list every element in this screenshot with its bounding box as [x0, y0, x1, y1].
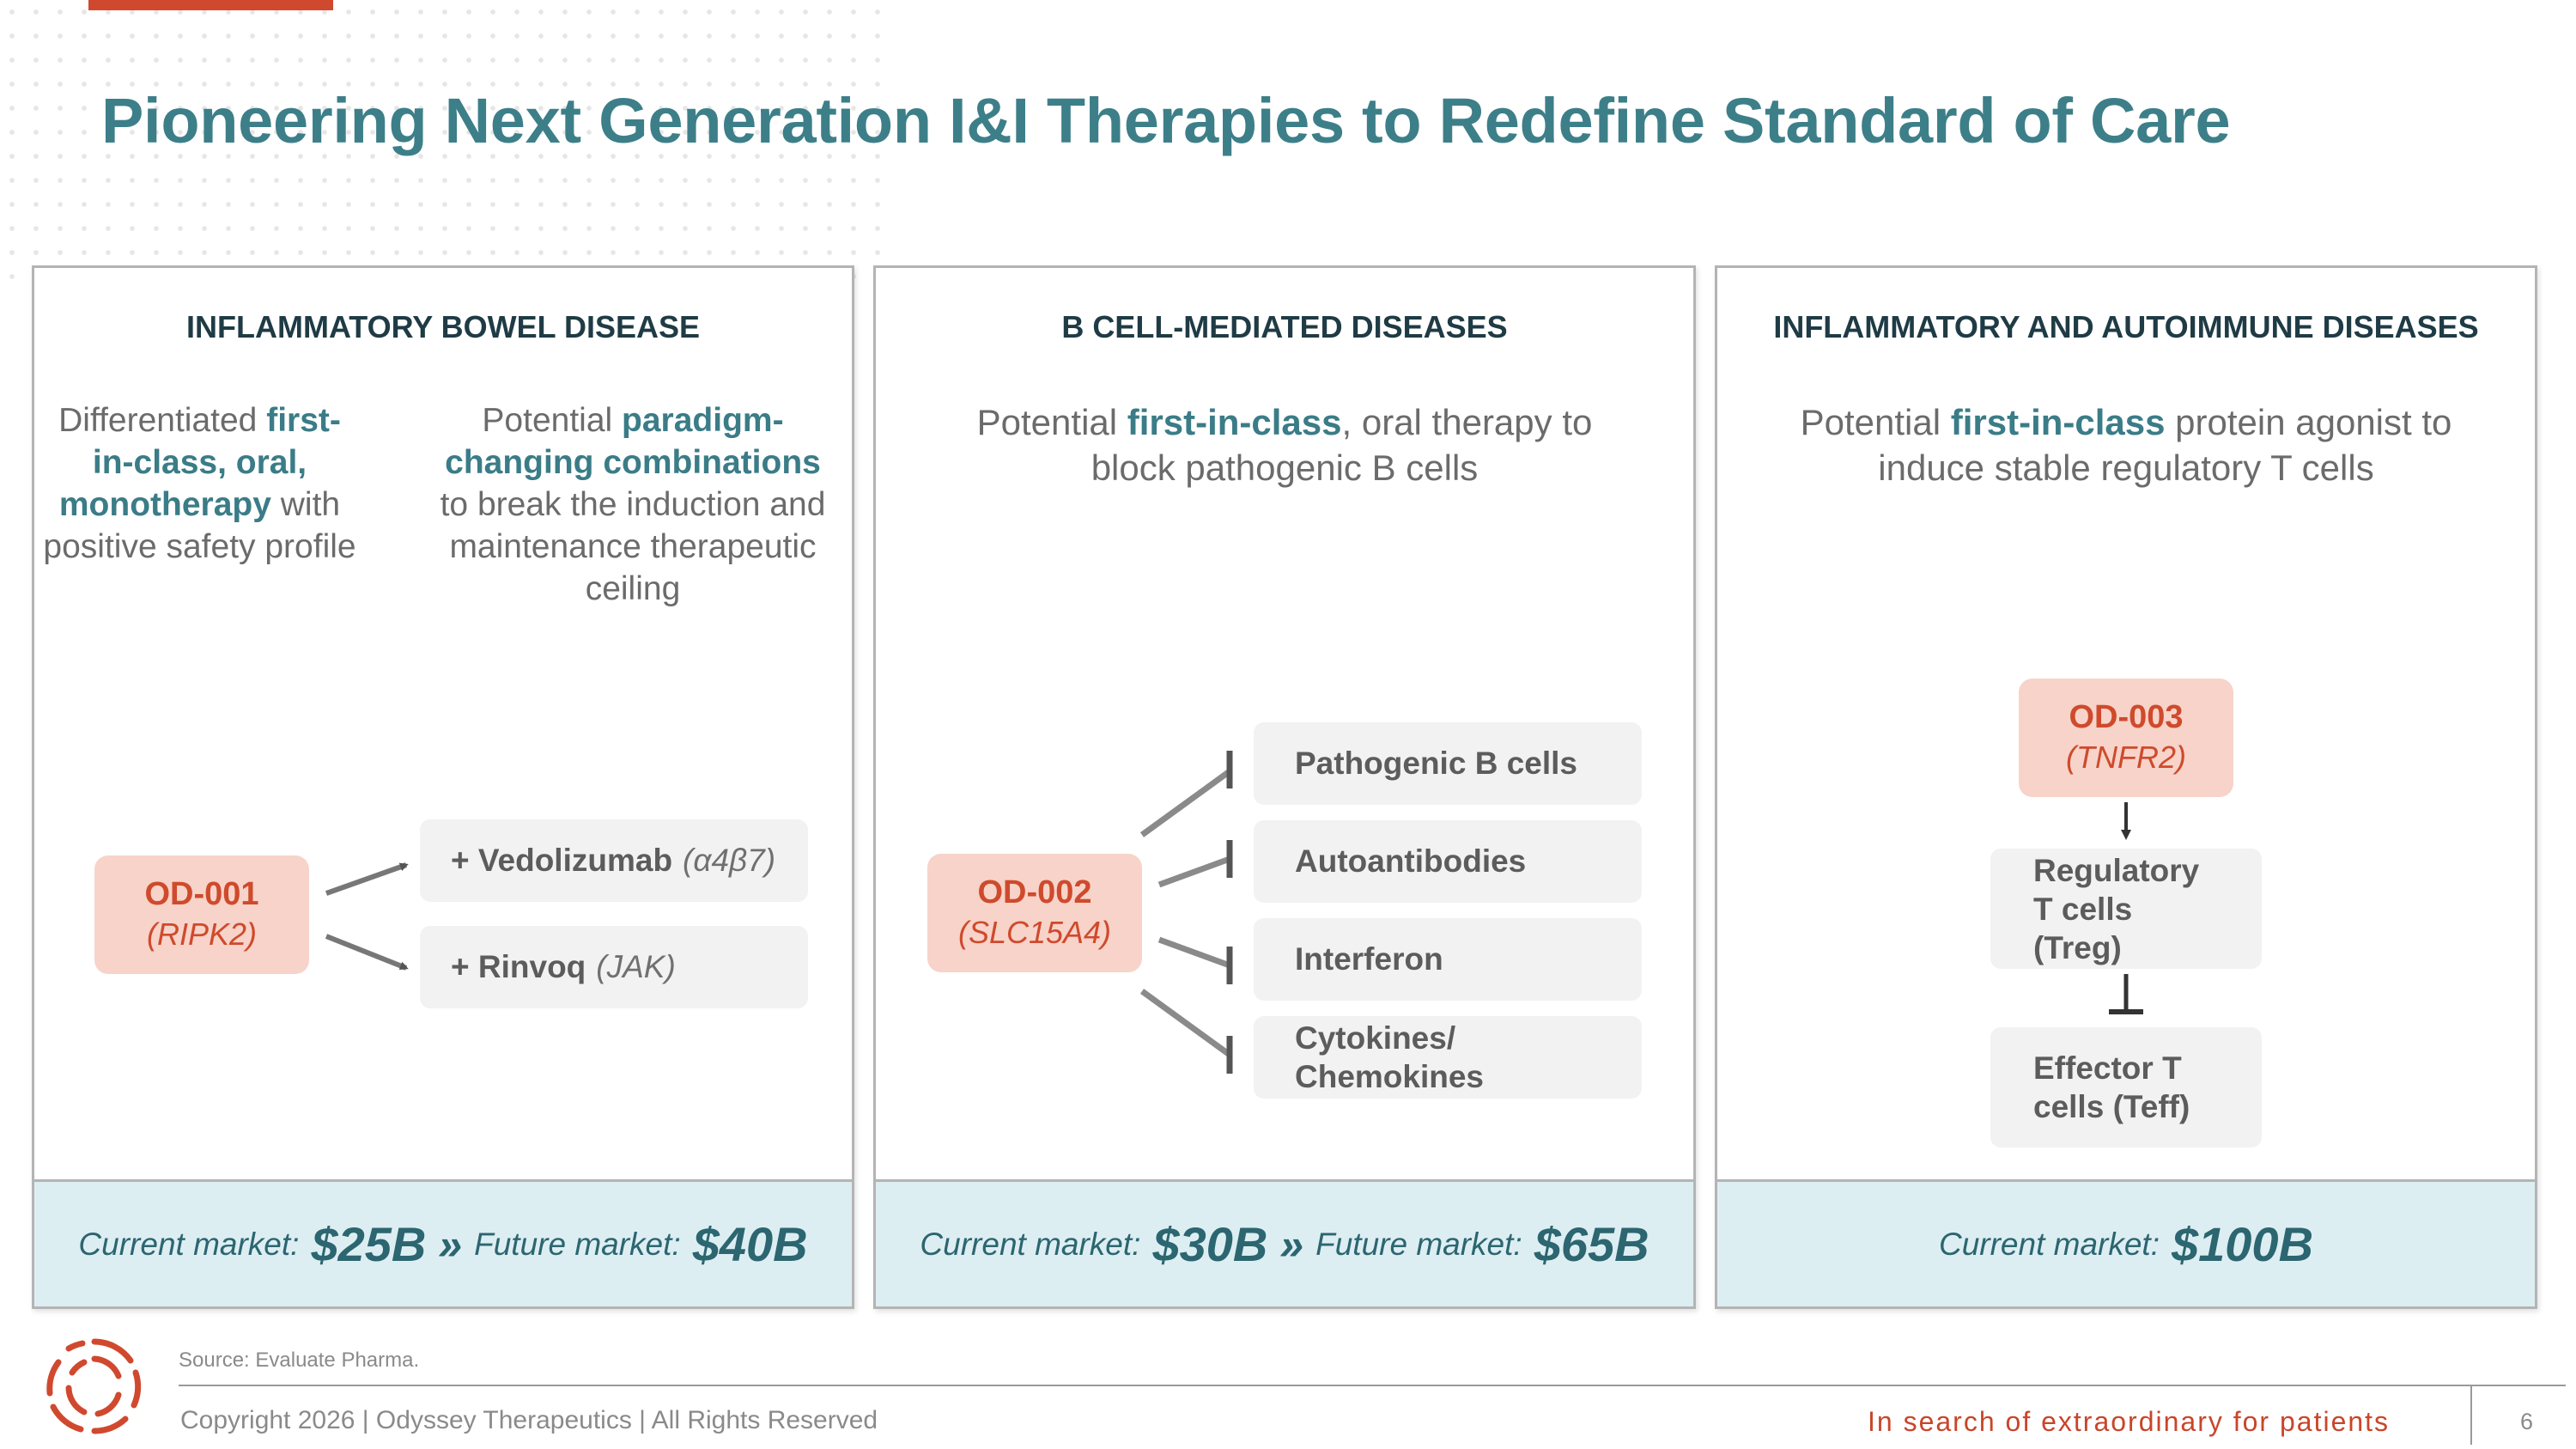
odyssey-swirl-logo-icon: [46, 1338, 142, 1434]
combination-description: Potential paradigm-changing combinations…: [440, 402, 826, 607]
panel-b-cell: B CELL-MEDIATED DISEASES Potential first…: [873, 265, 1696, 1309]
drug-badge-od-001: OD-001 (RIPK2): [94, 855, 309, 974]
drug-badge-od-003: OD-003 (TNFR2): [2019, 679, 2233, 797]
target-autoantibodies: Autoantibodies: [1254, 820, 1642, 903]
inhibit-interferon: [1157, 936, 1231, 969]
page-number: 6: [2520, 1409, 2534, 1434]
combo-vedolizumab: + Vedolizumab(α4β7): [420, 819, 808, 902]
copyright-text: Copyright 2026 | Odyssey Therapeutics | …: [180, 1406, 878, 1434]
panel-autoimmune: INFLAMMATORY AND AUTOIMMUNE DISEASES Pot…: [1715, 265, 2537, 1309]
market-footer: Current market: $30B » Future market: $6…: [876, 1179, 1693, 1306]
decorative-dot-grid: [0, 0, 884, 283]
treg-description: Potential first-in-class protein agonist…: [1800, 402, 2452, 488]
combo-rinvoq: + Rinvoq(JAK): [420, 926, 808, 1008]
target-cytokines-chemokines: Cytokines/ Chemokines: [1254, 1016, 1642, 1099]
target-interferon: Interferon: [1254, 918, 1642, 1001]
panel-heading: INFLAMMATORY BOWEL DISEASE: [185, 309, 701, 344]
target-pathogenic-b-cells: Pathogenic B cells: [1254, 722, 1642, 805]
accent-bar: [88, 0, 333, 10]
footer-divider: [179, 1385, 2566, 1386]
drug-badge-od-002: OD-002 (SLC15A4): [927, 854, 1142, 972]
tagline: In search of extraordinary for patients: [1868, 1406, 2391, 1437]
page-number-divider: [2470, 1385, 2472, 1445]
cell-treg: Regulatory T cells (Treg): [1990, 849, 2262, 969]
market-footer: Current market: $100B: [1717, 1179, 2535, 1306]
pathway-arrows: [2109, 802, 2143, 1014]
panel-heading: INFLAMMATORY AND AUTOIMMUNE DISEASES: [1773, 309, 2479, 344]
combination-arrows: [325, 862, 409, 971]
page-title: Pioneering Next Generation I&I Therapies…: [101, 85, 2231, 156]
inhibit-cytokines: [1139, 989, 1232, 1057]
panel-heading: B CELL-MEDIATED DISEASES: [1061, 309, 1508, 344]
monotherapy-description: Differentiated first-in-class, oral, mon…: [43, 402, 356, 565]
source-note: Source: Evaluate Pharma.: [179, 1349, 420, 1372]
arrow-to-rinvoq: [325, 934, 409, 971]
panel-ibd: INFLAMMATORY BOWEL DISEASE Differentiate…: [32, 265, 854, 1309]
inhibition-lines: [1139, 751, 1233, 1074]
inhibit-autoantibodies: [1157, 855, 1231, 888]
market-footer: Current market: $25B » Future market: $4…: [34, 1179, 852, 1306]
cell-teff: Effector T cells (Teff): [1990, 1027, 2262, 1148]
arrow-to-vedolizumab: [325, 862, 409, 896]
b-cell-description: Potential first-in-class, oral therapy t…: [976, 402, 1593, 488]
inhibit-pathogenic-b-cells: [1139, 769, 1232, 837]
